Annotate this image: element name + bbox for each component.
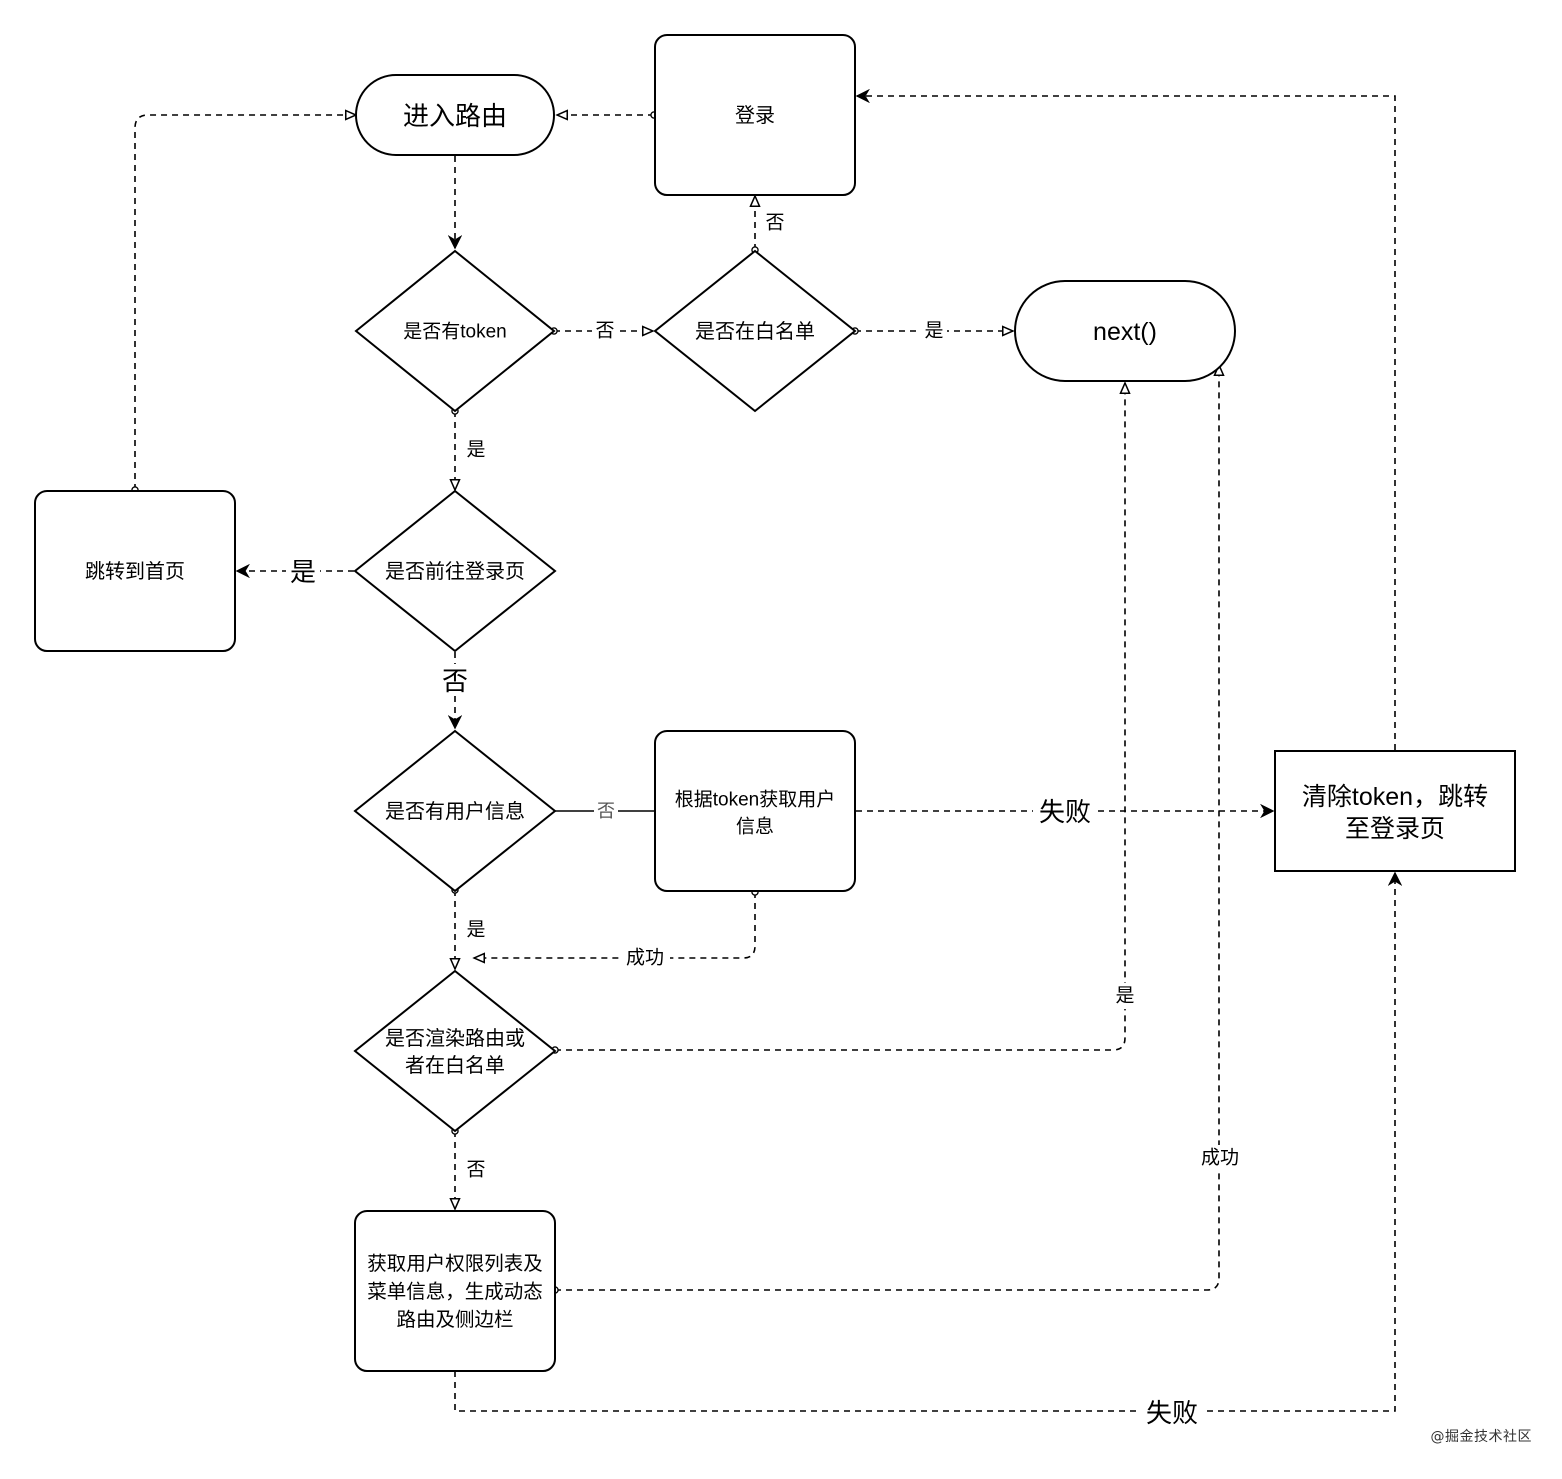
svg-text:是: 是 <box>290 557 316 587</box>
svg-text:否: 否 <box>466 1160 485 1181</box>
node-redirect-home: 跳转到首页 <box>34 490 236 652</box>
svg-text:否: 否 <box>595 321 614 342</box>
node-enter-route: 进入路由 <box>355 74 555 156</box>
node-has-token: 是否有token <box>354 249 556 413</box>
edge-label-permissions-success: 成功 <box>1196 1145 1244 1171</box>
edge-label-fetch-success: 成功 <box>620 945 670 971</box>
node-fetch-user-info-label-1: 根据token获取用户 <box>675 789 835 811</box>
node-rendered-routes-label-2: 者在白名单 <box>405 1054 505 1077</box>
edge-home-to-enter <box>135 115 356 490</box>
edge-fetch-success-to-rendered <box>474 892 755 958</box>
svg-text:否: 否 <box>442 666 468 696</box>
node-next: next() <box>1014 280 1236 382</box>
edge-label-goto-login-yes: 是 <box>286 556 320 588</box>
node-in-whitelist-label: 是否在白名单 <box>695 320 815 343</box>
edge-label-token-yes: 是 <box>463 437 489 463</box>
node-login-label: 登录 <box>735 104 775 127</box>
edge-label-whitelist-no: 否 <box>763 210 787 236</box>
svg-text:是: 是 <box>924 321 943 342</box>
node-goto-login-page: 是否前往登录页 <box>353 489 557 653</box>
svg-text:成功: 成功 <box>626 947 664 969</box>
edge-clear-to-login <box>855 88 1396 750</box>
node-fetch-permissions-label-3: 路由及侧边栏 <box>396 1309 513 1331</box>
svg-text:失败: 失败 <box>1146 1398 1198 1428</box>
node-clear-token-label-1: 清除token，跳转 <box>1302 783 1488 811</box>
svg-text:是: 是 <box>466 440 485 461</box>
svg-text:否: 否 <box>597 801 615 821</box>
node-fetch-permissions-label-2: 菜单信息，生成动态 <box>367 1281 543 1303</box>
node-redirect-home-label: 跳转到首页 <box>85 560 185 583</box>
edge-label-whitelist-yes: 是 <box>921 318 947 344</box>
edge-label-user-info-no: 否 <box>594 799 618 823</box>
watermark: @掘金技术社区 <box>1430 1429 1532 1445</box>
node-has-user-info-label: 是否有用户信息 <box>385 800 525 823</box>
node-next-label: next() <box>1093 318 1157 346</box>
node-has-user-info: 是否有用户信息 <box>353 729 557 893</box>
node-fetch-user-info-label-2: 信息 <box>736 816 774 838</box>
node-fetch-permissions: 获取用户权限列表及 菜单信息，生成动态 路由及侧边栏 <box>354 1210 556 1372</box>
node-clear-token-label-2: 至登录页 <box>1345 815 1445 843</box>
node-login: 登录 <box>654 34 856 196</box>
edge-label-rendered-yes: 是 <box>1112 983 1138 1009</box>
node-has-token-label: 是否有token <box>403 321 506 343</box>
svg-text:是: 是 <box>466 920 485 941</box>
edge-label-goto-login-no: 否 <box>438 664 472 696</box>
node-clear-token: 清除token，跳转 至登录页 <box>1274 750 1516 872</box>
svg-text:是: 是 <box>1115 986 1134 1007</box>
edge-permissions-fail-to-clear <box>454 871 1403 1412</box>
edge-label-user-info-yes: 是 <box>463 917 489 943</box>
svg-text:否: 否 <box>765 213 784 234</box>
node-goto-login-page-label: 是否前往登录页 <box>385 560 525 583</box>
edge-label-permissions-fail: 失败 <box>1140 1396 1204 1430</box>
node-fetch-user-info: 根据token获取用户 信息 <box>654 730 856 892</box>
edge-label-rendered-no: 否 <box>463 1157 489 1183</box>
edge-label-token-no: 否 <box>592 318 618 344</box>
svg-text:成功: 成功 <box>1201 1147 1239 1169</box>
node-rendered-routes-label-1: 是否渲染路由或 <box>385 1027 525 1050</box>
node-in-whitelist: 是否在白名单 <box>653 249 857 413</box>
node-fetch-permissions-label-1: 获取用户权限列表及 <box>367 1253 543 1275</box>
node-enter-route-label: 进入路由 <box>403 101 507 131</box>
svg-text:失败: 失败 <box>1039 797 1091 827</box>
edge-label-fetch-fail: 失败 <box>1033 795 1097 829</box>
node-rendered-routes: 是否渲染路由或 者在白名单 <box>353 969 557 1133</box>
edge-permissions-success-to-next <box>555 365 1219 1290</box>
